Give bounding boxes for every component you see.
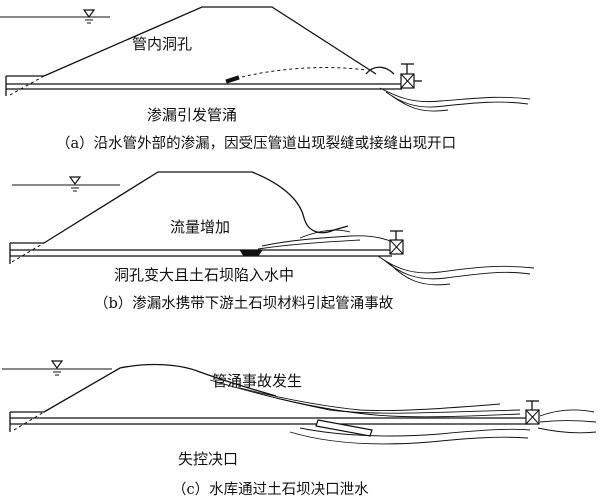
seepage-path (241, 67, 367, 78)
dam-embankment (43, 363, 277, 413)
label-uncontrolled-breach: 失控决口 (178, 450, 238, 468)
breach-flow-5 (289, 431, 529, 445)
caption-a: （a）沿水管外部的渗漏，因受压管道出现裂缝或接缝出现开口 (56, 135, 456, 152)
breach-flow-3 (275, 397, 521, 418)
outflow-water (379, 87, 531, 103)
valve-icon (525, 400, 540, 425)
seepage-boundary (13, 411, 45, 431)
label-piping-accident: 管涌事故发生 (212, 372, 302, 390)
label-seepage-piping: 渗漏引发管涌 (147, 106, 237, 124)
sand-boil (365, 66, 395, 75)
dam-embankment (43, 171, 349, 244)
outflow-water-2 (383, 259, 531, 280)
seepage-boundary (9, 75, 45, 96)
broken-pipe-section (315, 419, 373, 437)
panel-c: 管涌事故发生 失控决口 （c）水库通过土石坝决口泄水 (2, 360, 597, 498)
panel-a: 管内洞孔 渗漏引发管涌 （a）沿水管外部的渗漏，因受压管道出现裂缝或接缝出现开口 (0, 6, 531, 152)
pipe-crack (225, 75, 240, 84)
label-hole-enlarge: 洞孔变大且土石坝陷入水中 (114, 266, 294, 284)
valve-icon (400, 63, 422, 89)
enlarged-hole (239, 249, 263, 257)
breach-flow-2 (239, 387, 501, 411)
outflow-water-2 (385, 91, 529, 108)
water-level-icon (82, 9, 96, 24)
seepage-flow (261, 235, 393, 247)
caption-b: （b）渗漏水携带下游土石坝材料引起管涌事故 (94, 295, 394, 312)
caption-c: （c）水库通过土石坝决口泄水 (172, 481, 369, 498)
label-pipe-hole: 管内洞孔 (132, 35, 192, 53)
seepage-boundary (11, 242, 45, 263)
label-flow-increase: 流量增加 (170, 218, 230, 236)
seepage-flow-3 (299, 229, 351, 239)
outflow-water (377, 255, 535, 274)
water-level-icon (50, 360, 64, 376)
panel-b: 流量增加 洞孔变大且土石坝陷入水中 （b）渗漏水携带下游土石坝材料引起管涌事故 (9, 171, 535, 312)
outflow-water-3 (537, 427, 597, 434)
water-level-icon (68, 176, 82, 192)
valve-icon (389, 230, 404, 255)
outflow-water (539, 409, 595, 417)
outflow-water-2 (539, 420, 597, 423)
dam-embankment (43, 6, 377, 77)
outflow-water-3 (389, 263, 451, 286)
breach-flow-4 (299, 427, 531, 437)
seepage-flow-2 (257, 239, 361, 250)
breach-flow (209, 379, 521, 414)
outflow-water-3 (391, 95, 449, 112)
